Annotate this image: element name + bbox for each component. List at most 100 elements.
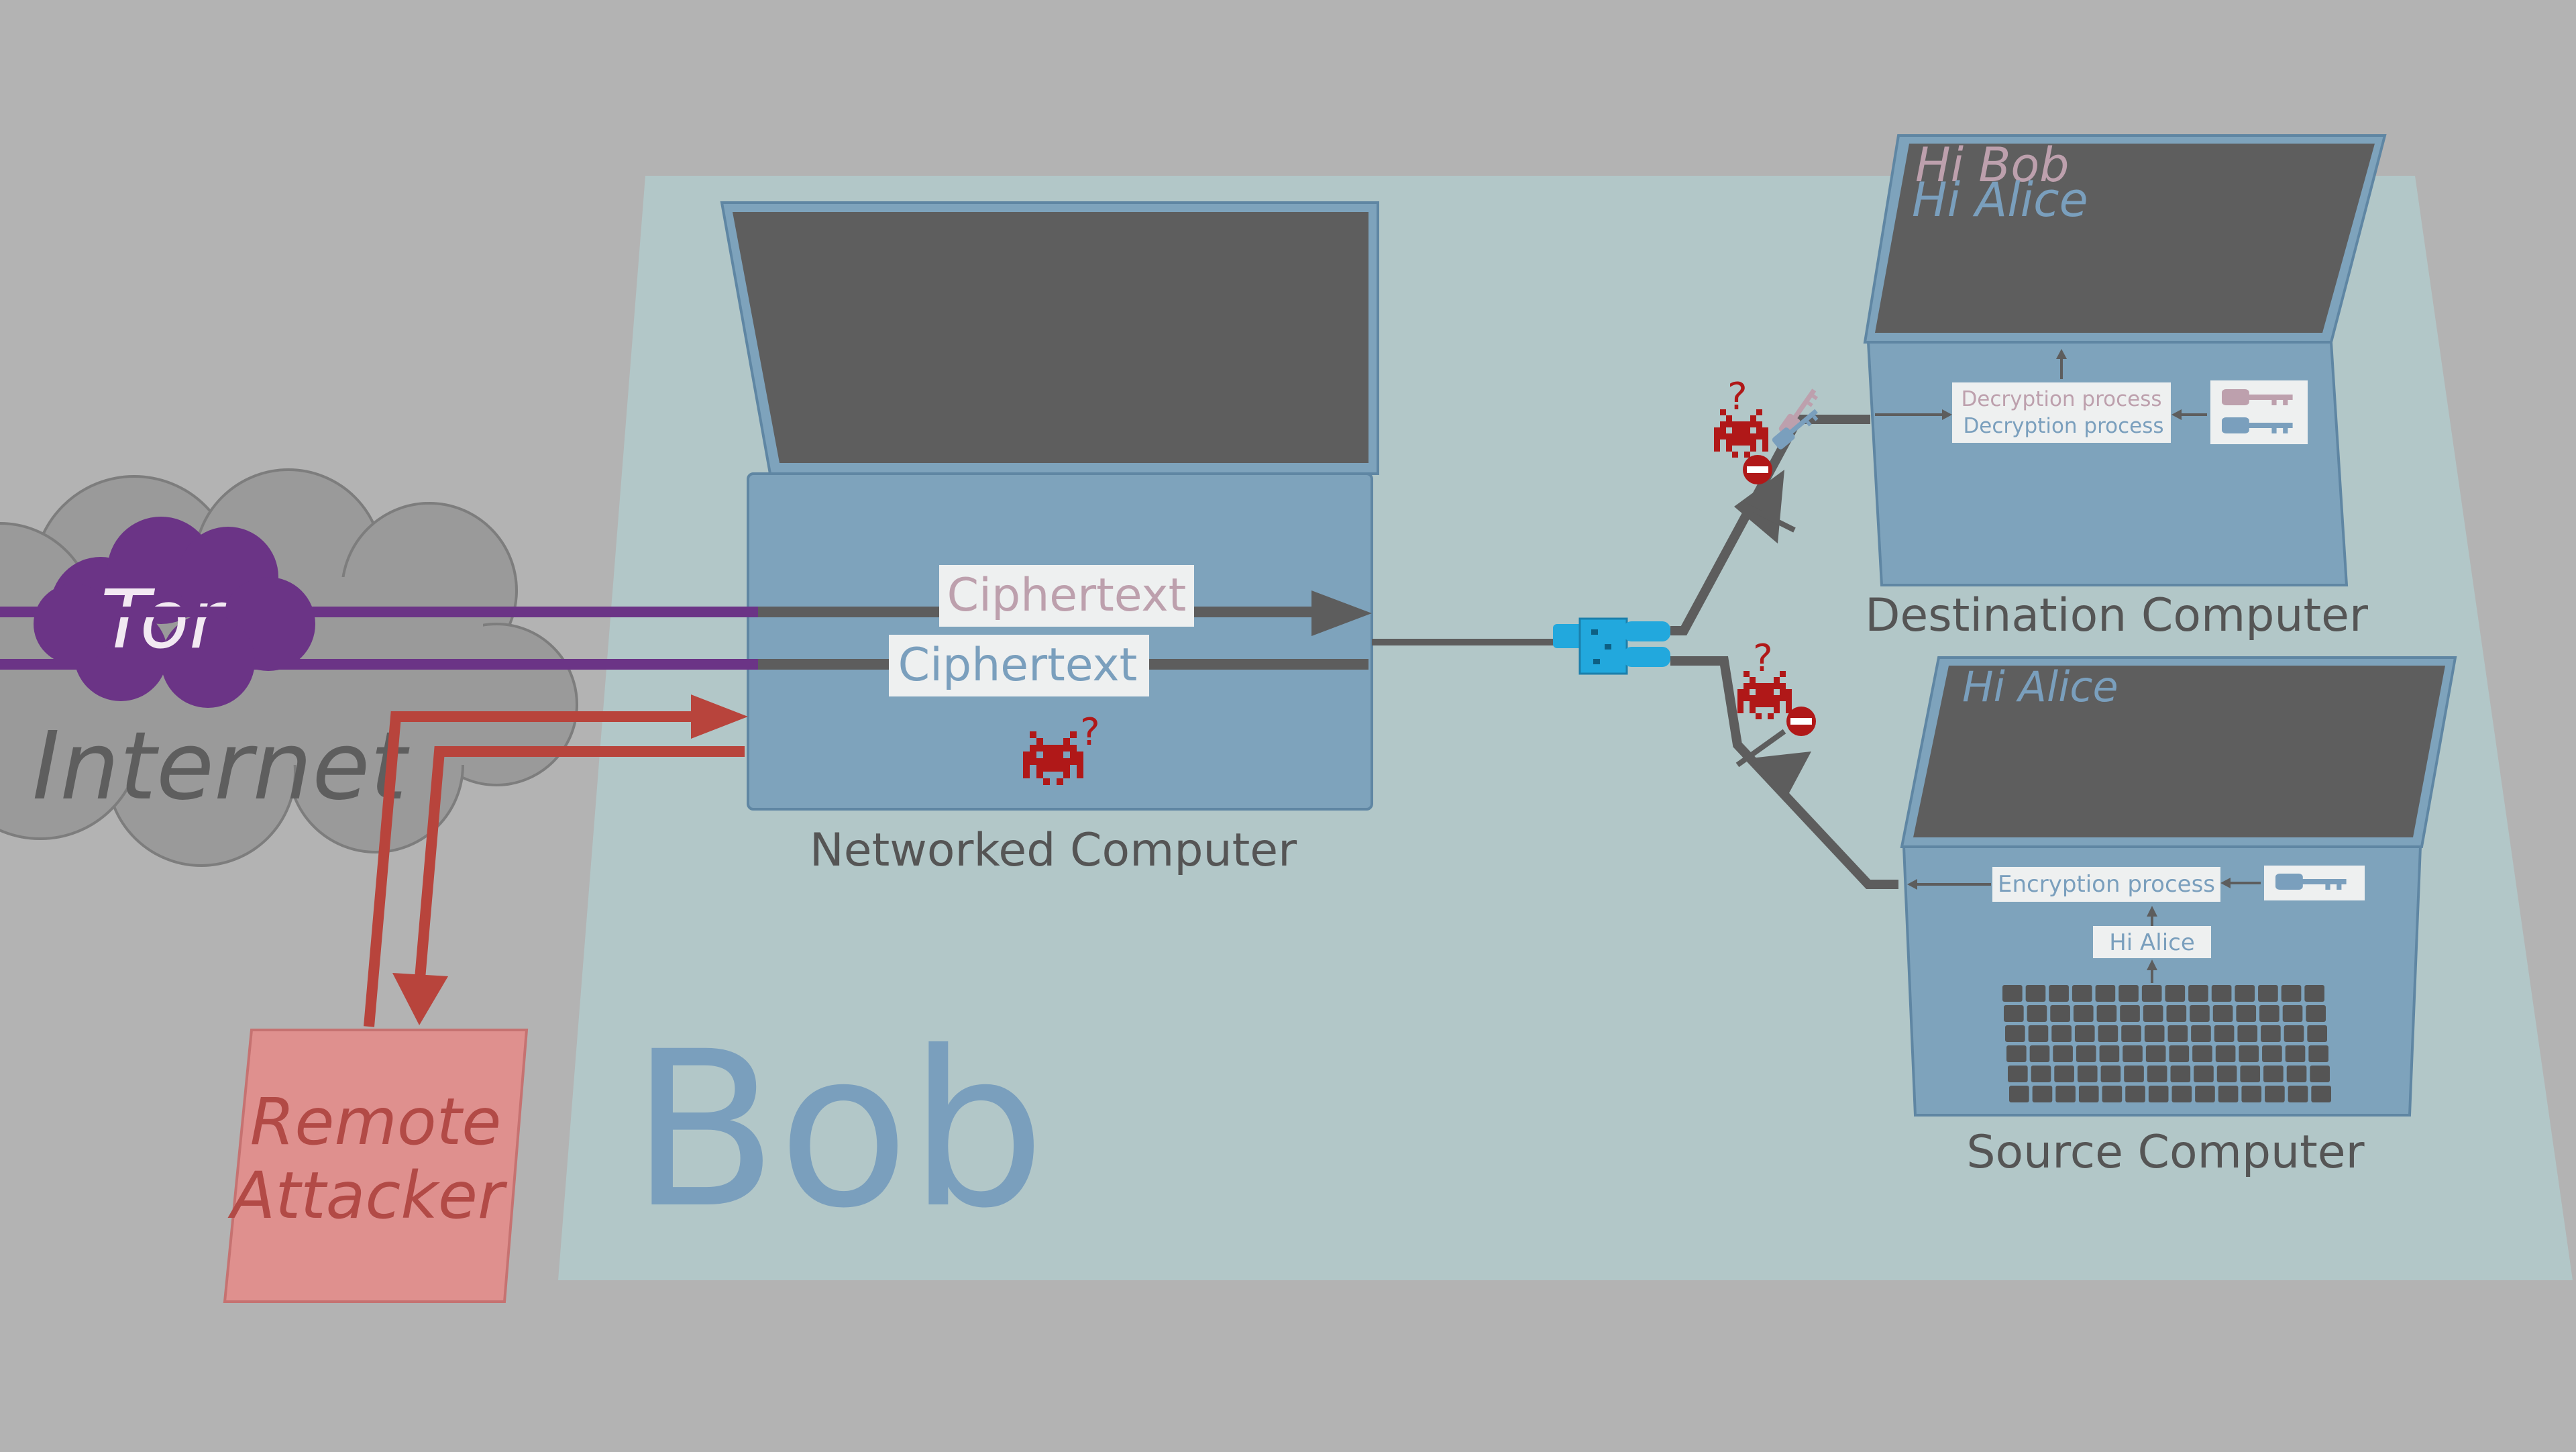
keyboard-key: [2072, 985, 2092, 1002]
keyboard-key: [2121, 1025, 2141, 1042]
keyboard-key: [2095, 985, 2116, 1002]
destination-caption: Destination Computer: [1865, 589, 2368, 642]
remote-attacker-box: [223, 1029, 529, 1303]
destination-screen-line2: Hi Alice: [1912, 172, 2088, 227]
bob-zone-label: Bob: [631, 1006, 1045, 1255]
keyboard-key: [2141, 985, 2162, 1002]
keyboard-key: [2236, 1005, 2257, 1022]
source-keyboard-arrowhead: [2147, 960, 2157, 970]
keyboard-key: [2192, 1045, 2212, 1062]
destination-process2-label: Decryption process: [1963, 414, 2163, 438]
keyboard-key: [2306, 1005, 2326, 1022]
keyboard-key: [2055, 1086, 2076, 1102]
source-process-label: Encryption process: [1998, 871, 2215, 898]
source-message-box: [2093, 926, 2211, 958]
remote-attacker-line1: Remote: [250, 1084, 502, 1159]
keyboard-key: [2098, 1025, 2118, 1042]
destination-screen: [1875, 144, 2375, 333]
keyboard-key: [2167, 1025, 2188, 1042]
keyboard-key: [2191, 1025, 2211, 1042]
remote-attacker-line2: Attacker: [227, 1158, 508, 1233]
source-blocked-icon: [1786, 707, 1816, 736]
diode-destination-arrowhead: [1734, 470, 1784, 543]
tor-label: Tor: [101, 574, 227, 667]
destination-blocked-icon: [1743, 455, 1772, 484]
ciphertext-out-box: [939, 565, 1194, 627]
keyboard-key: [2170, 1066, 2191, 1082]
networked-computer: [720, 201, 1379, 811]
keyboard-key: [2211, 985, 2232, 1002]
keyboard-key: [2147, 1066, 2167, 1082]
keyboard-key: [2102, 1086, 2123, 1102]
keyboard-key: [2262, 1045, 2282, 1062]
destination-key-arrowhead: [2171, 409, 2182, 420]
keyboard-key: [2285, 1045, 2306, 1062]
keyboard-key: [2282, 1005, 2303, 1022]
tor-cloud: [34, 517, 315, 708]
keyboard-key: [2100, 1066, 2121, 1082]
keyboard-key: [2281, 985, 2302, 1002]
source-out-arrowhead: [1907, 879, 1917, 890]
keyboard-key: [2216, 1066, 2237, 1082]
ciphertext-in-box: [889, 635, 1149, 696]
destination-process1-label: Decryption process: [1961, 387, 2161, 411]
keyboard-key: [2214, 1025, 2235, 1042]
keyboard-key: [2096, 1005, 2117, 1022]
keyboard-key: [2077, 1066, 2098, 1082]
data-diode-device: [1553, 617, 1670, 675]
source-diode-bar: [1735, 729, 1786, 768]
keyboard-key: [2240, 1066, 2261, 1082]
keyboard-key: [2078, 1086, 2099, 1102]
keyboard-key: [2308, 1045, 2328, 1062]
keyboard-key: [2218, 1086, 2239, 1102]
destination-in-arrowhead: [1942, 409, 1952, 420]
source-malware-question: ?: [1753, 637, 1773, 680]
keyboard-key: [2144, 1025, 2165, 1042]
keyboard-key: [2031, 1066, 2051, 1082]
networked-caption: Networked Computer: [810, 824, 1297, 877]
keyboard-key: [2190, 1005, 2210, 1022]
keyboard-key: [2307, 1025, 2327, 1042]
keyboard-key: [2304, 985, 2324, 1002]
keyboard-key: [2166, 1005, 2187, 1022]
keyboard-key: [2212, 1005, 2233, 1022]
keyboard-key: [2009, 1086, 2029, 1102]
keyboard-key: [2171, 1086, 2192, 1102]
destination-process-box: [1952, 382, 2171, 443]
source-up-arrowhead: [2147, 906, 2157, 917]
keyboard-key: [2284, 1025, 2304, 1042]
keyboard-key: [2288, 1086, 2308, 1102]
attack-outbound-arrowhead: [691, 694, 748, 739]
keyboard-key: [2004, 1005, 2024, 1022]
keyboard-key: [2265, 1086, 2285, 1102]
keyboard-key: [2261, 1025, 2281, 1042]
keyboard-key: [2073, 1005, 2094, 1022]
keyboard-key: [2258, 985, 2278, 1002]
destination-base: [1866, 341, 2349, 586]
keyboard-key: [2028, 1025, 2049, 1042]
attack-return-arrowhead: [392, 973, 448, 1025]
keyboard-key: [2124, 1066, 2144, 1082]
diode-to-destination-line: [1670, 415, 1870, 635]
keyboard-key: [2263, 1066, 2284, 1082]
keyboard-key: [2049, 985, 2069, 1002]
keyboard-key: [2235, 985, 2255, 1002]
keyboard-key: [2006, 1045, 2027, 1062]
keyboard-key: [2311, 1086, 2331, 1102]
destination-up-arrowhead: [2056, 349, 2067, 359]
internet-label: Internet: [32, 712, 410, 821]
keyboard-key: [2165, 985, 2186, 1002]
networked-screen: [733, 212, 1368, 463]
keyboard-key: [2118, 985, 2139, 1002]
keyboard-key: [2005, 1025, 2025, 1042]
keyboard-key: [2002, 985, 2023, 1002]
source-to-diode-line: [1670, 656, 1898, 889]
source-process-box: [1992, 867, 2220, 902]
keyboard-key: [2215, 1045, 2236, 1062]
source-caption: Source Computer: [1966, 1126, 2364, 1179]
destination-screen-line1: Hi Bob: [1915, 138, 2070, 193]
keyboard-key: [2310, 1066, 2330, 1082]
attack-return-line: [414, 746, 745, 987]
